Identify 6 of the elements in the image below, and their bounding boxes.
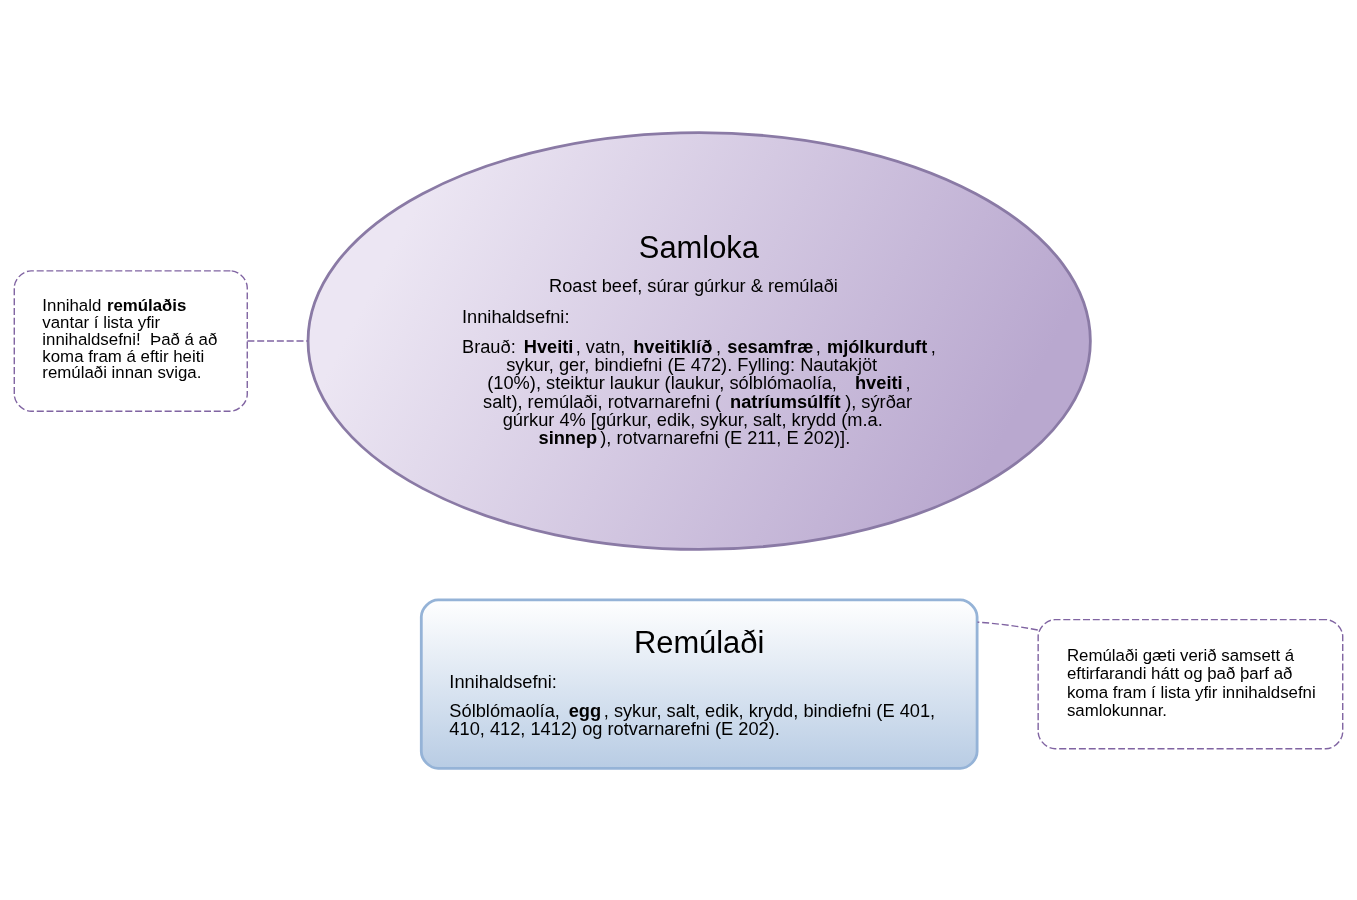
node-ellipse: Samloka Roast beef, súrar gúrkur & remúlaði Innihaldsefni: Brauð: Hveiti, vatn, hveitiklíð, sesamfræ, mjólkurduft, sykur, ger, bindiefni (E 472). Fylling: Nautakjöt (10%), steiktur laukur (laukur, sólblómaolía, hveiti, salt), remúlaði, rotvarnarefni (natríumsúlfít), sýrðar gúrkur 4% [gúrkur, edik, sykur, salt, krydd (m.a. sinnep), rotvarnarefni (E 211, E 202)]. — [306, 130, 1092, 551]
node-box: Innihald remúlaðis vantar í lista yfir innihaldsefni! Það á að koma fram á eftir heiti remúlaði innan sviga. — [13, 269, 248, 412]
node-box: Remúlaði Innihaldsefni: Sólblómaolía, egg, sykur, salt, edik, krydd, bindiefni (E 401, 410, 412, 1412) og rotvarnarefni (E 202). — [419, 598, 979, 770]
connector — [246, 339, 309, 342]
node-box: Remúlaði gæti verið samsett á eftirfarandi hátt og það þarf að koma fram í lista yfir innihaldsefni samlokunnar. — [1037, 618, 1344, 749]
connector — [976, 620, 1039, 631]
